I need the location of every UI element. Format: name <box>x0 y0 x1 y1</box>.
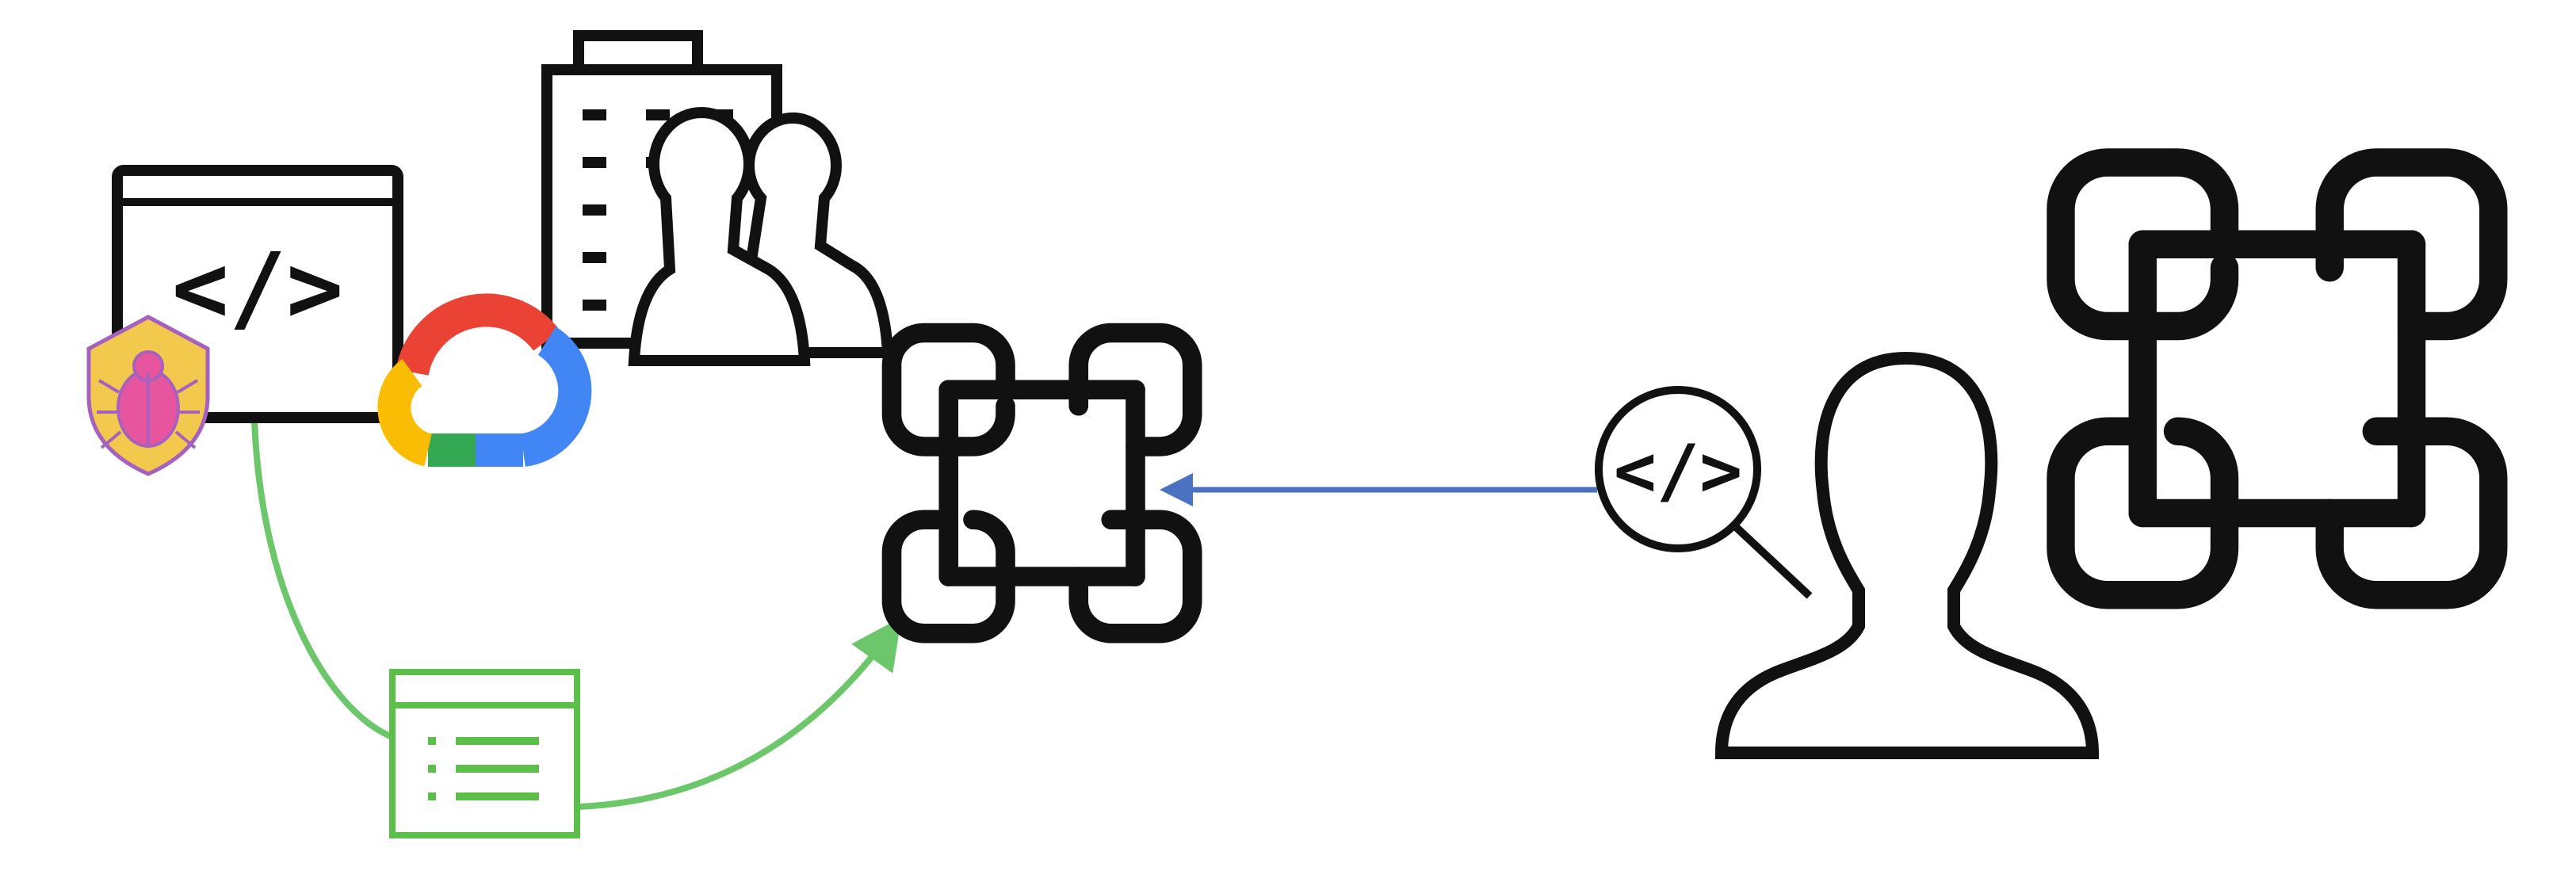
magnifier-code-glyph: </> <box>1614 430 1743 513</box>
release-document-icon <box>389 669 580 838</box>
people-icon <box>628 107 894 366</box>
code-glyph: </> <box>172 234 344 344</box>
downstream-chain-icon <box>2061 162 2494 595</box>
build-flow-arrow <box>251 419 394 740</box>
developer-person-icon <box>1714 351 2100 759</box>
code-inspection-magnifier-icon: </> <box>1595 386 1813 599</box>
dependency-chain-icon <box>892 333 1192 633</box>
google-cloud-icon <box>377 293 592 467</box>
publish-flow-arrow <box>578 617 902 810</box>
vulnerability-bug-shield-icon <box>86 315 210 476</box>
